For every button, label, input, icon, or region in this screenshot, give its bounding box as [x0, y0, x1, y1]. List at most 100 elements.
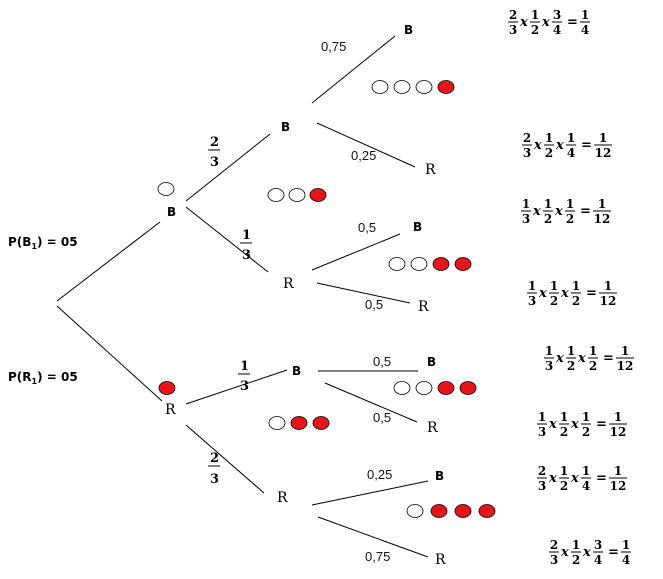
white-ball — [393, 381, 411, 395]
term-fraction: 13 — [537, 410, 547, 439]
term-fraction: 12 — [530, 8, 540, 37]
fraction-numerator: 2 — [523, 131, 531, 145]
fraction-numerator: 1 — [614, 410, 622, 424]
term-fraction: 12 — [549, 279, 559, 308]
fraction-denominator: 3 — [522, 212, 530, 226]
node-level1-r: R — [165, 402, 176, 418]
prob-br-to-b: 0,5 — [358, 220, 376, 235]
fraction-numerator: 1 — [566, 197, 574, 211]
white-ball — [371, 80, 389, 94]
white-ball — [406, 504, 424, 518]
fraction-denominator: 3 — [550, 553, 558, 567]
times-sign: x — [560, 286, 569, 301]
prob-rb-to-r: 0,5 — [373, 410, 391, 425]
prob-r1-label: P(R1) = 05 — [8, 370, 78, 386]
result-fraction: 112 — [599, 279, 617, 308]
fraction-denominator: 3 — [528, 294, 536, 308]
node-level1-b: B — [167, 205, 176, 219]
fraction-denominator: 2 — [582, 425, 590, 439]
fraction-numerator: 1 — [614, 464, 622, 478]
fraction-numerator: 1 — [598, 197, 606, 211]
urn-after-rbb — [393, 381, 477, 395]
equals-sign: = — [596, 417, 607, 432]
times-sign: x — [519, 15, 528, 30]
fraction-denominator: 2 — [589, 359, 597, 373]
fraction-numerator: 3 — [553, 8, 561, 22]
fraction-denominator: 12 — [594, 212, 611, 226]
term-fraction: 23 — [537, 464, 547, 493]
svg-text:1: 1 — [242, 228, 251, 243]
fraction-numerator: 1 — [550, 279, 558, 293]
fraction-denominator: 12 — [595, 146, 612, 160]
result-fraction: 112 — [593, 197, 611, 226]
times-sign: x — [554, 204, 563, 219]
edge-root-b — [56, 221, 161, 302]
white-ball — [393, 80, 411, 94]
term-fraction: 14 — [581, 464, 591, 493]
term-fraction: 12 — [566, 344, 576, 373]
fraction-numerator: 1 — [599, 131, 607, 145]
fraction-denominator: 3 — [538, 479, 546, 493]
term-fraction: 23 — [549, 538, 559, 567]
fraction-denominator: 2 — [572, 553, 580, 567]
times-sign: x — [538, 286, 547, 301]
fraction-numerator: 1 — [538, 410, 546, 424]
white-ball — [410, 257, 428, 271]
frac-b-to-b: 2 3 — [208, 135, 220, 170]
fraction-denominator: 4 — [622, 553, 630, 567]
fraction-denominator: 12 — [600, 294, 617, 308]
result-fraction: 112 — [609, 464, 627, 493]
branch-fraction-labels: 2 3 1 3 1 3 2 3 — [208, 135, 252, 487]
times-sign: x — [548, 417, 557, 432]
edge-bb-b — [311, 35, 396, 104]
red-ball — [454, 257, 472, 271]
red-ball — [478, 504, 496, 518]
times-sign: x — [555, 138, 564, 153]
red-ball — [437, 381, 455, 395]
term-fraction: 12 — [544, 131, 554, 160]
urn-after-bbb — [371, 80, 455, 94]
edge-rb-r — [324, 382, 418, 423]
edge-rr-b — [311, 480, 429, 506]
term-fraction: 12 — [581, 410, 591, 439]
term-fraction: 13 — [544, 344, 554, 373]
frac-r-to-b: 1 3 — [238, 359, 250, 394]
frac-r-to-r: 2 3 — [208, 451, 220, 487]
node-r-b-r: R — [427, 420, 438, 436]
term-fraction: 12 — [565, 197, 575, 226]
fraction-denominator: 4 — [553, 23, 561, 37]
fraction-denominator: 3 — [509, 23, 517, 37]
fraction-denominator: 2 — [567, 359, 575, 373]
svg-text:2: 2 — [210, 135, 219, 150]
edge-root-r — [56, 305, 163, 402]
fraction-numerator: 1 — [621, 344, 629, 358]
urn-after-r1 — [158, 381, 176, 395]
fraction-denominator: 2 — [545, 146, 553, 160]
urn-after-rrb — [406, 504, 496, 518]
equals-sign: = — [596, 471, 607, 486]
term-fraction: 12 — [543, 197, 553, 226]
svg-text:3: 3 — [210, 155, 219, 170]
red-ball — [312, 416, 330, 430]
fraction-numerator: 1 — [582, 464, 590, 478]
fraction-numerator: 1 — [528, 279, 536, 293]
fraction-denominator: 2 — [531, 23, 539, 37]
fraction-numerator: 1 — [589, 344, 597, 358]
edge-br-r — [316, 282, 411, 304]
node-b-r-r: R — [418, 299, 429, 315]
prob-rr-to-r: 0,75 — [365, 549, 390, 564]
fraction-denominator: 2 — [544, 212, 552, 226]
term-fraction: 12 — [588, 344, 598, 373]
urn-after-b1 — [157, 182, 175, 196]
node-b-b-b: B — [404, 23, 413, 37]
term-fraction: 12 — [559, 464, 569, 493]
node-r-r: R — [277, 490, 288, 506]
node-b-r-b: B — [413, 220, 422, 234]
fraction-denominator: 3 — [538, 425, 546, 439]
fraction-numerator: 1 — [622, 538, 630, 552]
red-ball — [430, 504, 448, 518]
fraction-numerator: 1 — [582, 410, 590, 424]
